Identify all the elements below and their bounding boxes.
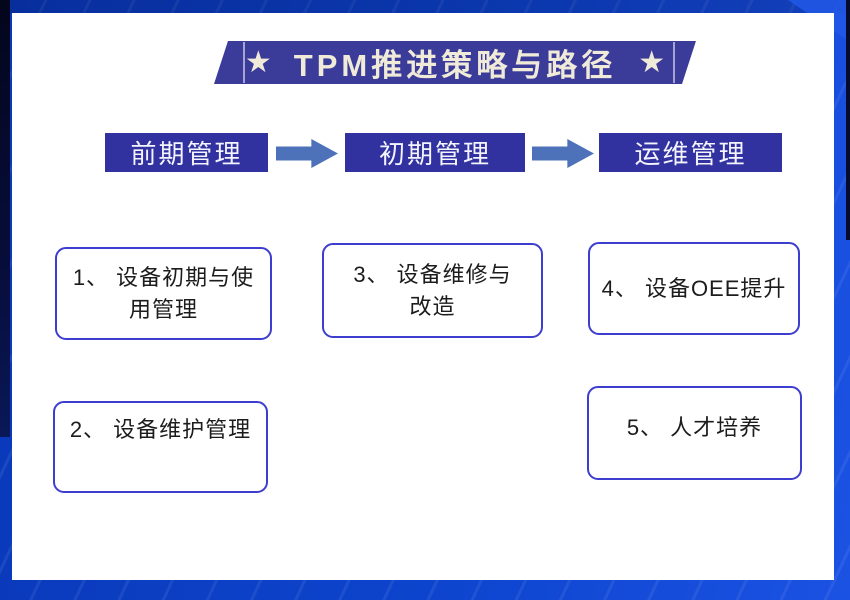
arrow-right-icon [276, 139, 338, 168]
flow-box-3: 3、 设备维修与 改造 [322, 243, 543, 338]
star-icon: ★ [244, 45, 272, 79]
stage-bar-initial-management: 初期管理 [345, 133, 525, 172]
stage-bar-early-management: 前期管理 [105, 133, 268, 172]
title-banner: ★ TPM推进策略与路径 ★ [214, 41, 696, 84]
flow-box-5: 5、 人才培养 [587, 386, 802, 480]
content-panel: ★ TPM推进策略与路径 ★ 前期管理 初期管理 运维管理 1、 设备初期与使 … [12, 13, 834, 580]
left-edge-decoration [0, 0, 10, 437]
banner-divider-line [673, 42, 675, 83]
flow-box-2: 2、 设备维护管理 [53, 401, 268, 493]
banner-divider-line [243, 42, 245, 83]
stage-bar-operation-management: 运维管理 [599, 133, 782, 172]
arrow-right-icon [532, 139, 594, 168]
slide-title: TPM推进策略与路径 [293, 48, 617, 83]
flow-box-1: 1、 设备初期与使 用管理 [55, 247, 272, 340]
flow-box-4: 4、 设备OEE提升 [588, 242, 800, 335]
title-banner-content: ★ TPM推进策略与路径 ★ [214, 41, 682, 84]
star-icon: ★ [638, 45, 666, 79]
top-edge-decoration [0, 0, 850, 13]
right-edge-decoration [846, 0, 850, 240]
